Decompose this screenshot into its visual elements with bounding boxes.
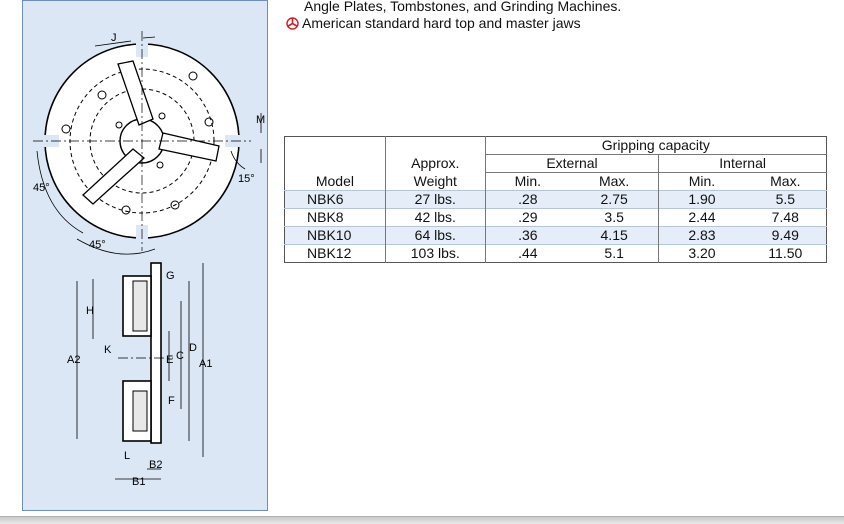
header-approx: Approx. (384, 154, 486, 173)
chuck-diagram-panel: J M 45° 45° 15° G H K A2 A1 C D E F L B1… (22, 0, 268, 511)
internal-max-cell: 11.50 (744, 244, 827, 263)
external-min-cell: .28 (484, 190, 570, 209)
bullet-text-1: Angle Plates, Tombstones, and Grinding M… (304, 0, 622, 14)
model-cell: NBK6 (284, 190, 386, 209)
header-weight: Weight (384, 172, 486, 191)
model-cell: NBK10 (284, 226, 386, 245)
internal-min-cell: 3.20 (658, 244, 745, 263)
three-jaw-chuck-icon (286, 17, 299, 30)
table-row: NBK12 103 lbs. .44 5.1 3.20 11.50 (284, 244, 827, 263)
table-row: NBK8 42 lbs. .29 3.5 2.44 7.48 (284, 208, 827, 227)
dim-label-a1: A1 (199, 358, 212, 370)
internal-max-cell: 5.5 (744, 190, 827, 209)
dim-label-e: E (166, 354, 173, 366)
table-row: NBK6 27 lbs. .28 2.75 1.90 5.5 (284, 190, 827, 209)
dim-label-b2: B2 (149, 459, 162, 471)
dim-label-g: G (166, 270, 175, 282)
bullet-text-2: American standard hard top and master ja… (302, 15, 581, 31)
internal-min-cell: 2.83 (658, 226, 745, 245)
dim-label-b1: B1 (132, 476, 145, 488)
external-max-cell: 5.1 (570, 244, 659, 263)
internal-min-cell: 1.90 (658, 190, 745, 209)
external-min-cell: .29 (484, 208, 570, 227)
feature-bullets: Angle Plates, Tombstones, and Grinding M… (286, 0, 621, 32)
external-max-cell: 3.5 (570, 208, 659, 227)
dim-label-h: H (86, 305, 94, 317)
external-max-cell: 2.75 (570, 190, 659, 209)
chuck-technical-drawing: J M 45° 45° 15° G H K A2 A1 C D E F L B1… (33, 31, 265, 488)
table-row: NBK10 64 lbs. .36 4.15 2.83 9.49 (284, 226, 827, 245)
model-cell: NBK12 (284, 244, 386, 263)
angle-label-45-left: 45° (33, 182, 50, 194)
weight-cell: 64 lbs. (384, 226, 486, 245)
dim-label-m: M (256, 114, 265, 126)
internal-max-cell: 9.49 (744, 226, 827, 245)
header-internal-max: Max. (770, 173, 801, 189)
header-external-min: Min. (484, 172, 570, 191)
model-cell: NBK8 (284, 208, 386, 227)
dim-label-c: C (176, 350, 184, 362)
bullet-item: American standard hard top and master ja… (286, 15, 621, 32)
internal-max-cell: 7.48 (744, 208, 827, 227)
specification-table: Gripping capacity Approx. External Inter… (284, 136, 827, 263)
external-min-cell: .36 (484, 226, 570, 245)
angle-label-15: 15° (238, 173, 255, 185)
dim-label-k: K (104, 344, 112, 356)
dim-label-j: J (111, 32, 117, 44)
dim-label-a2: A2 (67, 354, 80, 366)
header-external-max: Max. (598, 173, 630, 189)
angle-label-45-bottom: 45° (89, 239, 106, 251)
dim-label-d: D (189, 342, 197, 354)
header-gripping-capacity: Gripping capacity (484, 136, 827, 155)
weight-cell: 42 lbs. (384, 208, 486, 227)
header-internal: Internal (658, 154, 827, 173)
external-min-cell: .44 (484, 244, 570, 263)
dim-label-f: F (168, 395, 175, 407)
weight-cell: 103 lbs. (384, 244, 486, 263)
bullet-item-continuation: Angle Plates, Tombstones, and Grinding M… (286, 0, 621, 15)
weight-cell: 27 lbs. (384, 190, 486, 209)
external-max-cell: 4.15 (570, 226, 659, 245)
header-model: Model (315, 172, 354, 189)
header-internal-min: Min. (658, 172, 745, 191)
internal-min-cell: 2.44 (658, 208, 745, 227)
header-external: External (484, 154, 659, 173)
dim-label-l: L (124, 450, 130, 462)
window-bottom-edge (0, 516, 844, 524)
